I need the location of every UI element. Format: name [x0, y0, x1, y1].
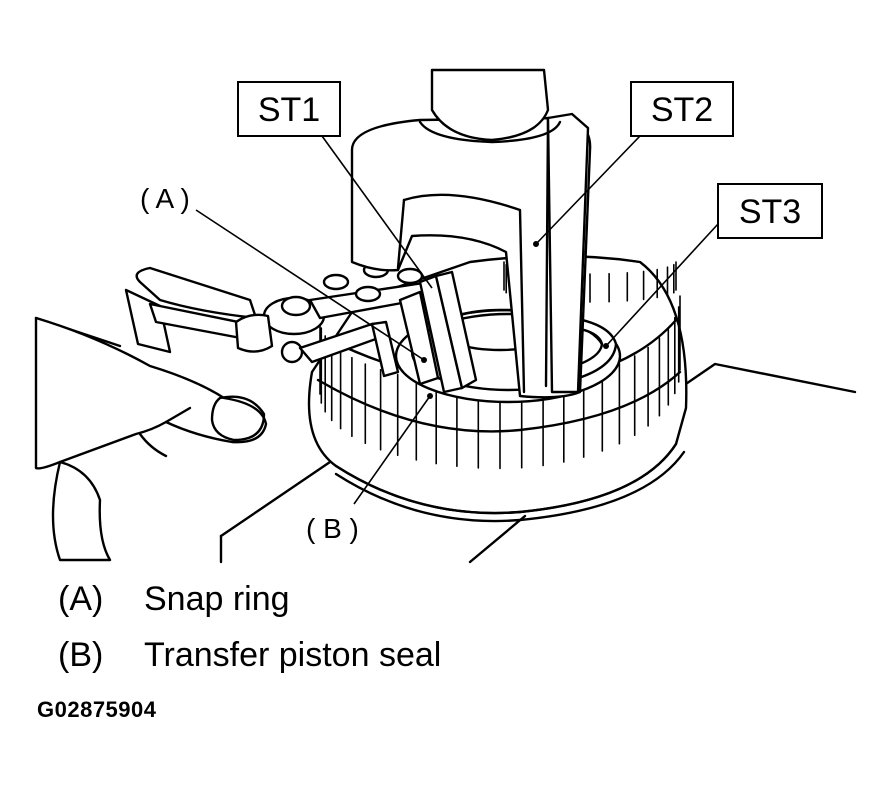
st2-leader-dot	[533, 241, 539, 247]
st3-leader	[605, 223, 719, 347]
legend-item-a: (A) Snap ring	[58, 580, 658, 636]
st1-tool	[398, 270, 478, 394]
st3-leader-dot	[603, 343, 609, 349]
legend-key: (A)	[58, 580, 104, 618]
svg-text:ST3: ST3	[739, 193, 801, 231]
legend-text: Snap ring	[144, 580, 290, 618]
callout-b-leader-dot	[427, 393, 433, 399]
callout-b-text: ( B )	[306, 513, 359, 544]
callout-a-leader-dot	[421, 357, 427, 363]
callout-a-text: ( A )	[140, 183, 190, 214]
st2-press	[350, 68, 592, 399]
st1-label: ST1	[237, 81, 341, 137]
st2-label: ST2	[630, 81, 734, 137]
parts-legend: (A) Snap ring (B) Transfer piston seal	[58, 580, 658, 692]
leader-lines	[195, 135, 719, 505]
st2-leader	[535, 135, 641, 245]
svg-text:ST1: ST1	[258, 91, 320, 129]
legend-text: Transfer piston seal	[144, 636, 442, 674]
figure-id: G02875904	[37, 697, 157, 722]
technician-hand	[34, 316, 268, 562]
st1-leader	[321, 135, 433, 289]
legend-item-b: (B) Transfer piston seal	[58, 636, 658, 692]
callout-a-leader	[195, 209, 425, 361]
callout-b-leader	[353, 395, 431, 505]
st3-label: ST3	[717, 183, 823, 239]
legend-key: (B)	[58, 636, 104, 674]
svg-text:ST2: ST2	[651, 91, 713, 129]
